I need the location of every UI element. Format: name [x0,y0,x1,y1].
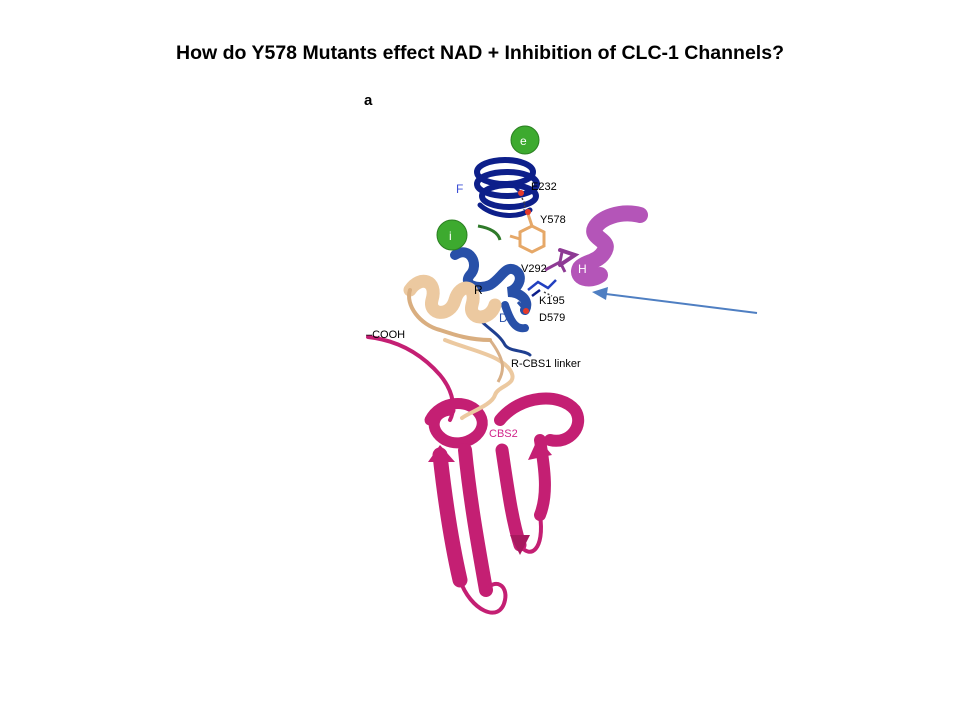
label-d: D [499,311,508,325]
label-e232: E232 [531,181,557,193]
label-cooh: –COOH [366,329,405,341]
e232-sidechain [511,183,526,211]
helix-f [474,157,540,218]
slide-title: How do Y578 Mutants effect NAD + Inhibit… [176,42,784,64]
panel-label: a [364,92,373,109]
d579-sidechain [516,301,529,314]
k195-sidechain [527,279,557,297]
label-i: i [449,229,452,243]
helix-i-strand [477,224,502,241]
label-v292: V292 [521,263,547,275]
label-r: R [474,283,483,297]
v292-sidechain [544,251,567,273]
label-d579: D579 [539,312,565,324]
label-f: F [456,182,463,196]
strand-arrowhead [510,535,530,555]
strand-arrowhead [428,445,455,462]
ion-sphere-e [510,125,540,155]
ion-sphere-i [436,219,468,251]
linker-loop-back [488,339,504,383]
y578-oxygen [525,209,531,215]
label-linker: R-CBS1 linker [511,358,581,370]
strand-arrowhead [528,438,552,460]
y578-sidechain [509,213,546,254]
label-k195: K195 [539,295,565,307]
arrow-icon [592,287,758,314]
linker-loop [443,338,515,420]
label-y578: Y578 [540,214,566,226]
cbs2-domain [366,335,585,615]
label-h: H [578,262,587,276]
label-cbs2: CBS2 [489,428,518,440]
helix-h [558,205,648,287]
label-e: e [520,134,527,148]
helix-r-tan [403,274,502,342]
helix-r-blue [450,247,532,357]
